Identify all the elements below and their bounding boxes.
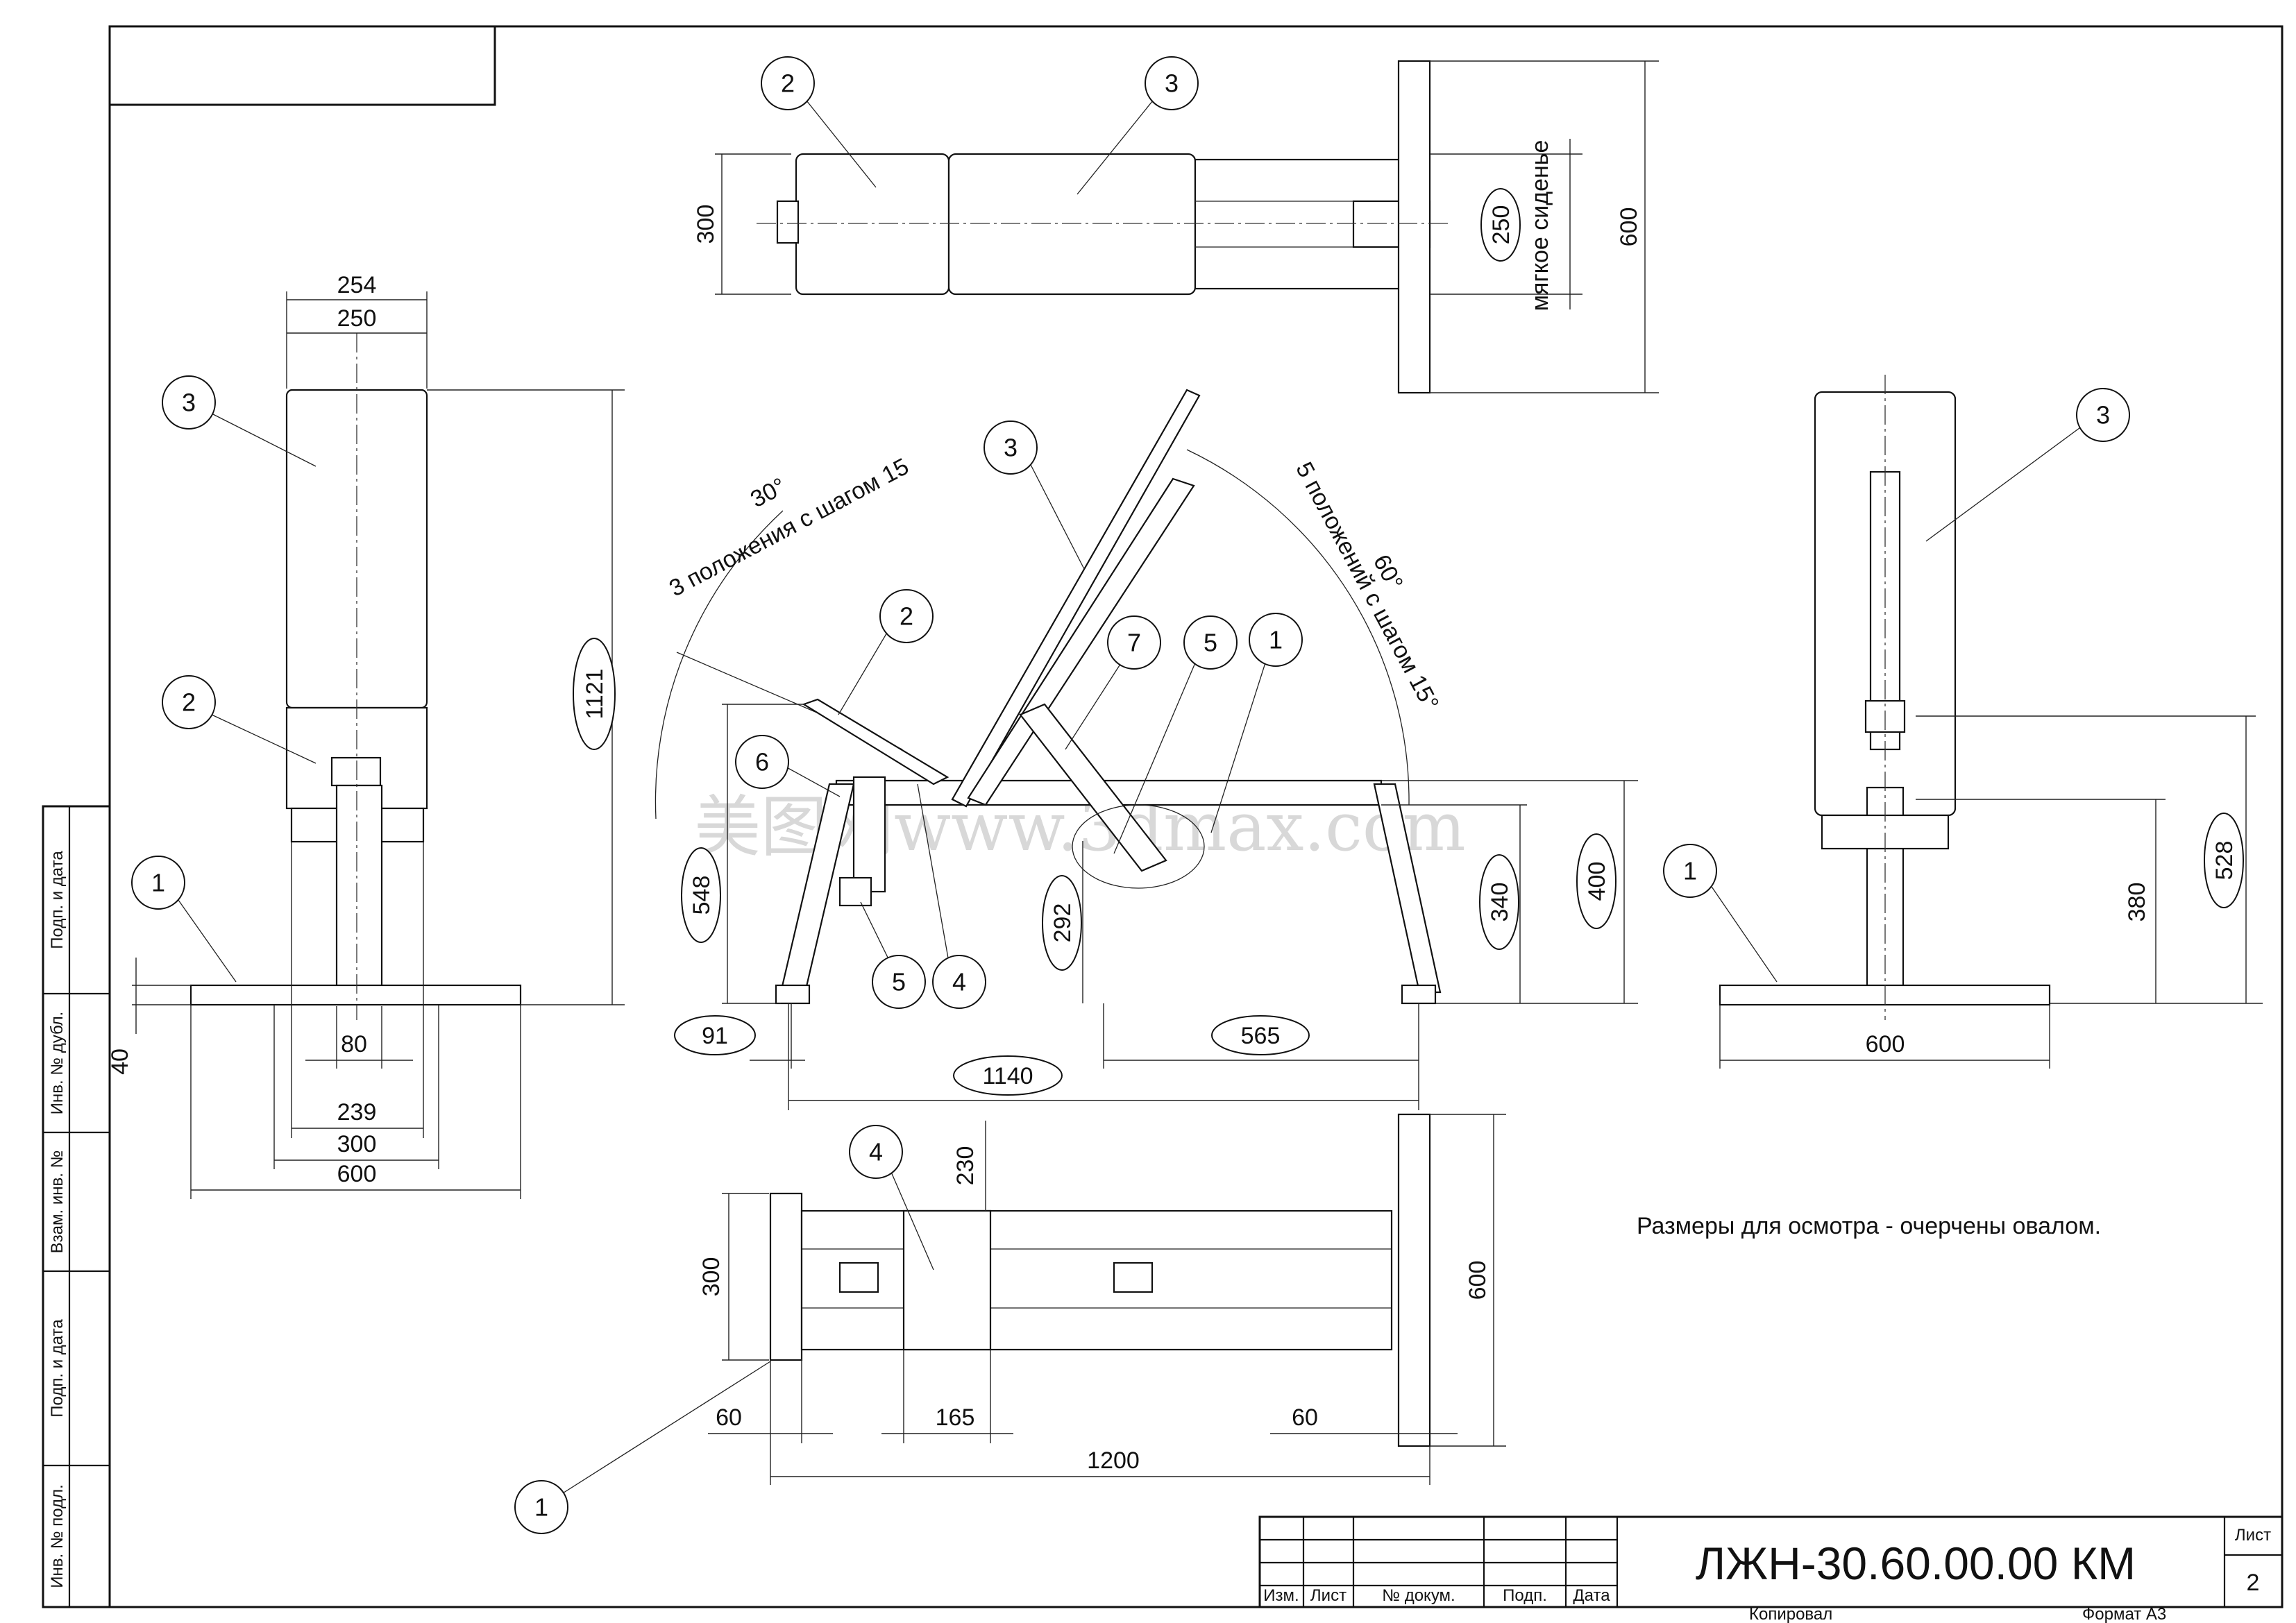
title-block: Изм. Лист № докум. Подп. Дата ЛЖН-30.60.… [1258,1515,2284,1623]
callout-side-7: 7 [1107,615,1161,670]
inspection-note: Размеры для осмотра - очерчены овалом. [1637,1213,2101,1239]
svg-text:3: 3 [2096,401,2110,430]
top-left-stamp-box [108,25,496,106]
callout-front-2: 2 [162,675,216,729]
angle-left-value: 30° [746,473,790,513]
svg-text:1: 1 [1269,626,1283,654]
callout-side-2: 2 [879,589,934,643]
callout-bottom-1: 1 [514,1480,568,1534]
callout-side-5-lower: 5 [872,955,926,1009]
rear-view: 600 380 528 3 1 [1663,375,2263,1069]
tb-col-doc: № докум. [1382,1586,1455,1605]
tb-col-izm: Изм. [1263,1586,1299,1605]
svg-text:1: 1 [1683,857,1697,885]
callout-front-1: 1 [131,856,185,910]
svg-text:3: 3 [1004,434,1018,462]
sheet-number: 2 [2247,1570,2260,1596]
callout-front-3: 3 [162,375,216,430]
svg-text:1: 1 [151,869,165,897]
front-dim-300: 300 [337,1131,377,1157]
angle-right-text: 5 положений с шагом 15° [1290,458,1444,715]
svg-text:4: 4 [869,1138,883,1166]
side-view: 548 292 340 400 91 565 1140 30° 3 положе… [655,389,1638,1110]
side-dim-548: 548 [689,876,715,915]
callout-rear-3: 3 [2076,388,2130,442]
front-dim-600: 600 [337,1161,377,1187]
side-dim-340: 340 [1487,883,1513,922]
svg-text:7: 7 [1127,629,1141,657]
side-dim-400: 400 [1584,862,1610,901]
callout-side-4: 4 [932,955,986,1009]
seat-label: мягкое сиденье [1527,140,1553,312]
svg-text:2: 2 [182,688,196,717]
callout-side-5-upper: 5 [1183,615,1238,670]
callout-side-1: 1 [1249,613,1303,667]
side-dim-292: 292 [1049,903,1076,943]
copied-label: Копировал [1749,1605,1832,1623]
stamp-label-sign-date-2: Подп. и дата [48,1319,67,1418]
svg-text:3: 3 [182,389,196,417]
angle-left-text: 3 положения с шагом 15 [665,453,913,602]
bottom-dim-300: 300 [698,1257,725,1297]
svg-text:2: 2 [781,69,795,98]
svg-text:5: 5 [1204,629,1217,657]
tb-col-date: Дата [1573,1586,1610,1605]
stamp-label-replace-inv: Взам. инв. № [48,1150,67,1254]
stamp-label-sign-date-1: Подп. и дата [48,851,67,949]
top-view: 300 600 250 мягкое сиденье 2 3 [693,56,1659,394]
drawing-designation: ЛЖН-30.60.00.00 КМ [1696,1538,2136,1589]
bottom-dim-60-right: 60 [1292,1404,1318,1431]
callout-top-2: 2 [761,56,815,110]
side-dim-565: 565 [1241,1023,1281,1049]
front-dim-80: 80 [341,1031,367,1057]
rear-dim-528: 528 [2211,841,2238,881]
side-stamp: Подп. и дата Инв. № дубл. Взам. инв. № П… [42,805,111,1608]
side-dim-91: 91 [702,1023,728,1049]
top-dim-250: 250 [1488,205,1514,245]
svg-text:5: 5 [892,968,906,996]
sheet-label: Лист [2235,1526,2271,1545]
format-label: Формат А3 [2082,1605,2166,1623]
callout-rear-1: 1 [1663,844,1717,898]
bottom-dim-600: 600 [1464,1261,1491,1300]
front-dim-254: 254 [337,272,377,298]
bottom-view: 300 230 600 60 165 60 1200 4 1 [514,1113,1506,1534]
front-view: 254 250 1121 40 80 239 300 600 3 2 1 [107,272,625,1199]
svg-text:6: 6 [755,748,769,776]
callout-bottom-4: 4 [849,1125,903,1179]
stamp-label-dup-inv: Инв. № дубл. [48,1012,67,1115]
stamp-label-orig-inv: Инв. № подл. [48,1484,67,1588]
tb-col-sign: Подп. [1503,1586,1547,1605]
svg-text:3: 3 [1165,69,1179,98]
bottom-dim-1200: 1200 [1087,1447,1140,1474]
front-dim-1121: 1121 [582,668,608,719]
side-dim-1140: 1140 [982,1063,1033,1089]
front-dim-239: 239 [337,1099,377,1125]
bottom-dim-60-left: 60 [716,1404,742,1431]
bottom-dim-165: 165 [936,1404,975,1431]
callout-side-3: 3 [984,420,1038,475]
rear-dim-600: 600 [1866,1031,1905,1057]
front-dim-250: 250 [337,305,377,332]
svg-text:1: 1 [534,1493,548,1522]
rear-dim-380: 380 [2124,883,2150,922]
callout-side-6: 6 [735,735,789,789]
top-dim-600: 600 [1616,207,1642,247]
svg-text:4: 4 [952,968,966,996]
svg-text:2: 2 [900,602,913,631]
front-dim-40: 40 [107,1048,133,1075]
callout-top-3: 3 [1145,56,1199,110]
bottom-dim-230: 230 [952,1146,979,1186]
top-dim-300: 300 [693,205,719,244]
tb-col-list: Лист [1310,1586,1347,1605]
